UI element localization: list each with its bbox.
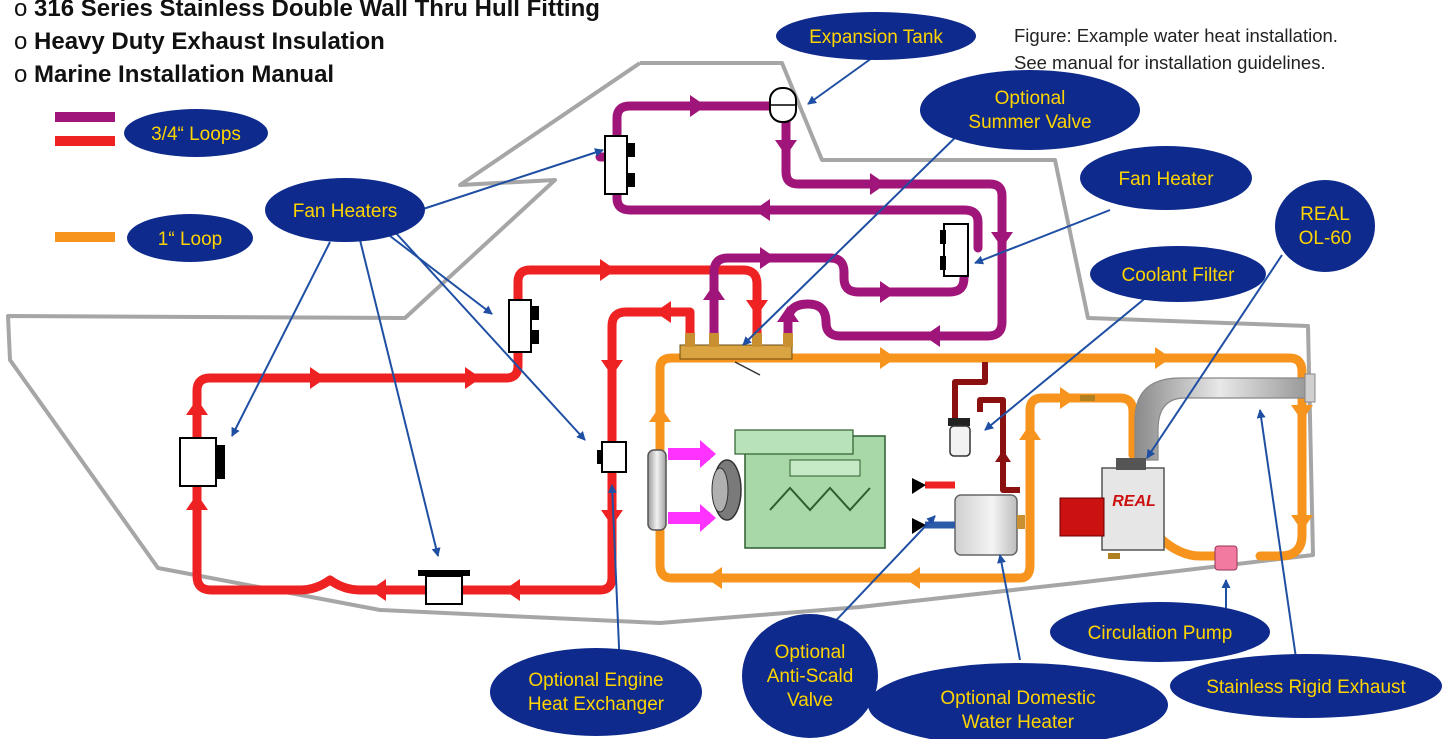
label-expansion-tank: Expansion Tank: [776, 12, 976, 60]
label-optional-anti-scald-valve: Optional Anti-Scald Valve: [742, 614, 878, 738]
caption-line-2: See manual for installation guidelines.: [1014, 52, 1326, 73]
domestic-return-pipe: [977, 397, 1020, 493]
real-ol60-heater: REAL: [1059, 458, 1165, 551]
three-quarter-purple-lower-loop: [709, 253, 969, 350]
label-fan-heaters: Fan Heaters: [265, 178, 425, 242]
bullet-item: o Heavy Duty Exhaust Insulation: [14, 28, 385, 55]
fan-heater-unit: [508, 299, 539, 353]
label-optional-summer-valve: Optional Summer Valve: [920, 70, 1140, 150]
legend-three-quarter-swatch: [55, 112, 115, 146]
one-inch-return-pipe: [1155, 533, 1220, 561]
fan-heater-unit: [597, 441, 627, 473]
label-real-ol60: REAL OL-60: [1275, 180, 1375, 272]
label-fan-heater: Fan Heater: [1080, 146, 1252, 210]
svg-text:Anti-Scald: Anti-Scald: [767, 666, 854, 687]
circulation-pump: [1214, 545, 1238, 571]
one-inch-engine-loop: [655, 353, 1138, 583]
legend-one-inch-swatch: [55, 232, 115, 242]
manifold-valves: [679, 333, 1120, 559]
svg-text:Fan Heater: Fan Heater: [1118, 169, 1214, 190]
fan-heater-unit: [418, 570, 470, 605]
label-stainless-rigid-exhaust: Stainless Rigid Exhaust: [1170, 654, 1442, 718]
label-coolant-filter: Coolant Filter: [1090, 246, 1266, 302]
label-circulation-pump: Circulation Pump: [1050, 602, 1270, 662]
svg-text:Expansion Tank: Expansion Tank: [809, 27, 943, 48]
svg-text:OL-60: OL-60: [1299, 228, 1352, 249]
svg-text:Valve: Valve: [787, 690, 833, 711]
domestic-feed-pipe: [952, 362, 988, 420]
svg-text:Optional: Optional: [995, 88, 1066, 109]
svg-text:Coolant Filter: Coolant Filter: [1122, 265, 1236, 286]
svg-text:Circulation Pump: Circulation Pump: [1088, 623, 1233, 644]
leader-lines: [231, 57, 1297, 671]
svg-text:Water Heater: Water Heater: [962, 712, 1075, 733]
coolant-filter: [948, 418, 971, 457]
svg-text:Summer Valve: Summer Valve: [968, 112, 1091, 133]
bullet-item: o 316 Series Stainless Double Wall Thru …: [14, 0, 600, 22]
svg-text:Heat Exchanger: Heat Exchanger: [528, 694, 665, 715]
svg-text:REAL: REAL: [1300, 204, 1350, 225]
svg-text:Optional Domestic: Optional Domestic: [940, 688, 1095, 709]
label-optional-engine-heat-exchanger: Optional Engine Heat Exchanger: [490, 648, 702, 736]
domestic-flow-arrows: [995, 450, 1011, 462]
three-quarter-purple-upper-loop: [595, 101, 1007, 350]
purple-flow-arrows: [690, 95, 1013, 347]
red-flow-arrows: [186, 259, 768, 601]
svg-text:Stainless Rigid Exhaust: Stainless Rigid Exhaust: [1206, 677, 1406, 698]
hull-outline: [6, 61, 1315, 625]
svg-text:3/4“ Loops: 3/4“ Loops: [151, 124, 241, 145]
stainless-rigid-exhaust: [1134, 373, 1316, 461]
orange-flow-arrows: [649, 347, 1313, 589]
figure-caption: Figure: Example water heat installation.…: [1014, 22, 1338, 76]
one-inch-supply-pipe: [780, 353, 1307, 561]
svg-text:Fan Heaters: Fan Heaters: [293, 201, 398, 222]
engine-heat-exchanger: [647, 449, 667, 531]
domestic-water-heater: [912, 478, 1025, 556]
fan-heater-unit: [940, 223, 969, 277]
bullet-item: o Marine Installation Manual: [14, 61, 335, 88]
heater-logo: REAL: [1112, 493, 1156, 510]
three-quarter-red-loop: [192, 265, 762, 595]
expansion-tank: [769, 87, 797, 123]
fan-heater-unit: [604, 135, 635, 195]
engine: [668, 429, 886, 549]
bullet-list: o 316 Series Stainless Double Wall Thru …: [14, 0, 600, 91]
legend-one-inch-label: 1“ Loop: [127, 214, 253, 262]
svg-text:Optional Engine: Optional Engine: [528, 670, 663, 691]
svg-text:1“ Loop: 1“ Loop: [158, 229, 222, 250]
caption-line-1: Figure: Example water heat installation.: [1014, 25, 1338, 46]
label-optional-domestic-water-heater: Optional Domestic Water Heater: [868, 663, 1168, 739]
fan-heater-unit: [179, 437, 225, 487]
svg-text:Optional: Optional: [775, 642, 846, 663]
legend-three-quarter-label: 3/4“ Loops: [124, 109, 268, 157]
